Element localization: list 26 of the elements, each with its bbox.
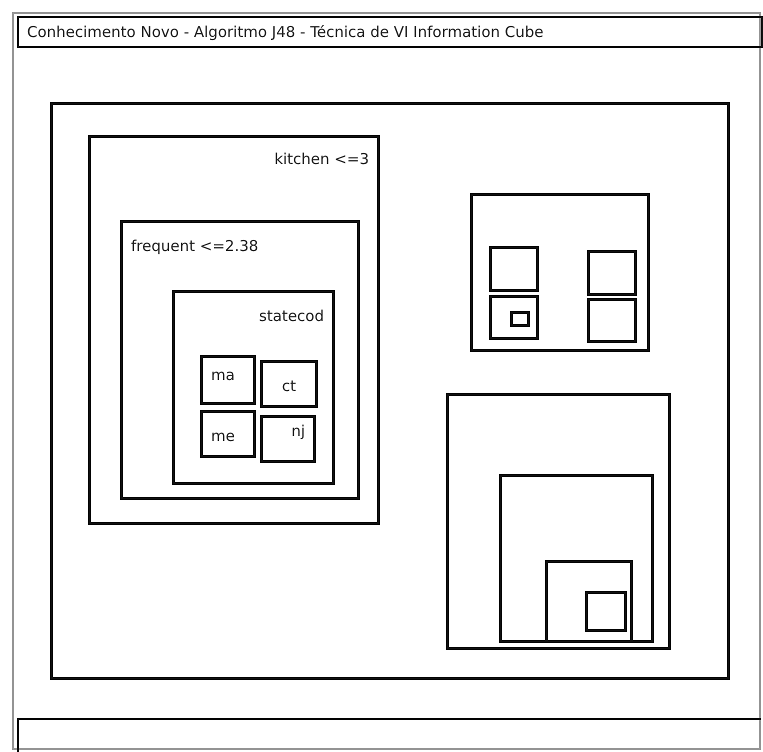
box-label: ct — [280, 377, 298, 395]
box-label: frequent <=2.38 — [131, 237, 258, 255]
box-label: me — [211, 427, 235, 445]
empty-box — [50, 102, 730, 680]
empty-box — [446, 393, 671, 650]
nested-box — [88, 135, 380, 525]
empty-box — [545, 560, 633, 643]
empty-box — [510, 311, 530, 327]
box-label: statecod — [259, 307, 324, 325]
box-label: ma — [211, 366, 235, 384]
nested-box — [172, 290, 335, 485]
window-title: Conhecimento Novo - Algoritmo J48 - Técnica de VI Information Cube — [27, 23, 544, 41]
nested-box — [200, 410, 256, 458]
nested-box — [200, 355, 256, 405]
nested-box — [260, 360, 318, 408]
empty-box — [585, 591, 627, 632]
nested-box — [120, 220, 360, 500]
empty-box — [489, 295, 539, 340]
nested-box — [260, 415, 316, 463]
empty-box — [489, 246, 539, 292]
box-label: kitchen <=3 — [274, 150, 369, 168]
empty-box — [587, 298, 637, 343]
box-label: nj — [291, 422, 305, 440]
empty-box — [587, 250, 637, 296]
empty-box — [470, 193, 650, 352]
empty-box — [499, 474, 654, 643]
